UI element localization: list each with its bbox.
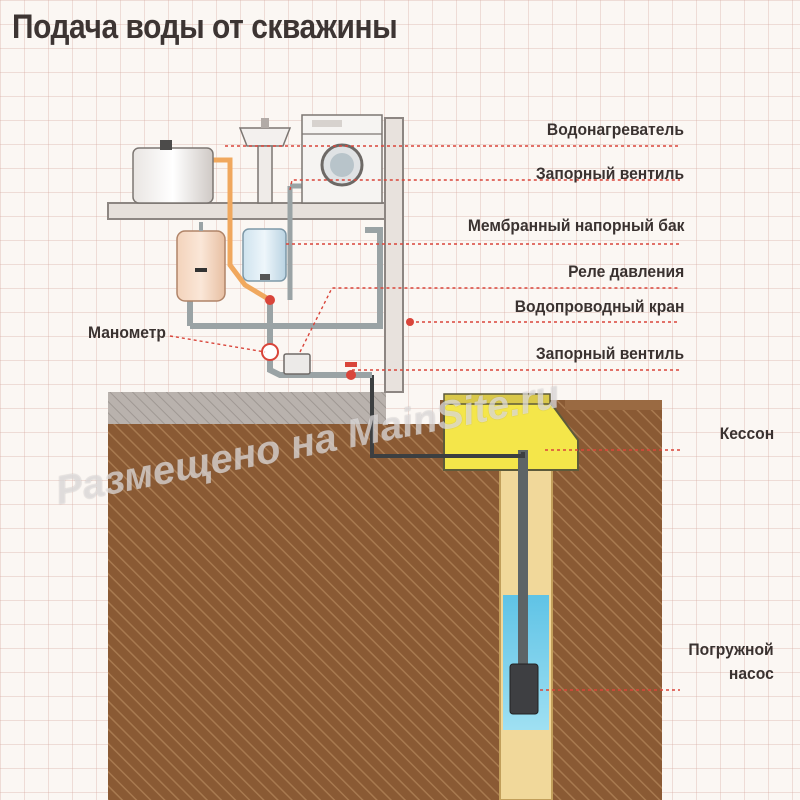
water-heater-icon <box>132 140 214 204</box>
valve-icon <box>265 295 414 380</box>
pump-icon <box>509 663 539 715</box>
label-pump-line2: насос <box>729 664 774 683</box>
label-pressure-relay: Реле давления <box>567 262 684 281</box>
shelf <box>107 202 386 220</box>
diagram-title: Подача воды от скважины <box>12 8 398 46</box>
label-caisson: Кессон <box>719 424 774 443</box>
label-water-heater: Водонагреватель <box>546 120 684 139</box>
label-pump-line1: Погружной <box>688 640 774 659</box>
pressure-relay-icon <box>283 353 311 375</box>
riser-pipe <box>518 450 528 670</box>
label-shutoff-valve-top: Запорный вентиль <box>535 164 684 183</box>
boiler-icon <box>176 222 226 302</box>
label-water-tap: Водопроводный кран <box>514 297 684 316</box>
label-shutoff-valve-bottom: Запорный вентиль <box>535 344 684 363</box>
building-wall <box>384 117 404 393</box>
membrane-tank-icon <box>242 228 287 282</box>
sink-icon <box>238 118 292 204</box>
pressure-gauge-icon <box>261 343 279 361</box>
label-membrane-tank: Мембранный напорный бак <box>467 216 684 235</box>
label-pressure-gauge: Манометр <box>88 323 166 342</box>
ground-surface <box>108 392 386 424</box>
leader-lines <box>169 145 680 691</box>
caisson-lid-ground <box>565 400 662 410</box>
house-pipe <box>187 227 383 338</box>
supply-line <box>370 375 525 458</box>
hot-water-pipe <box>213 157 272 303</box>
washing-machine-icon <box>301 114 383 204</box>
caisson-hatch <box>443 393 551 405</box>
